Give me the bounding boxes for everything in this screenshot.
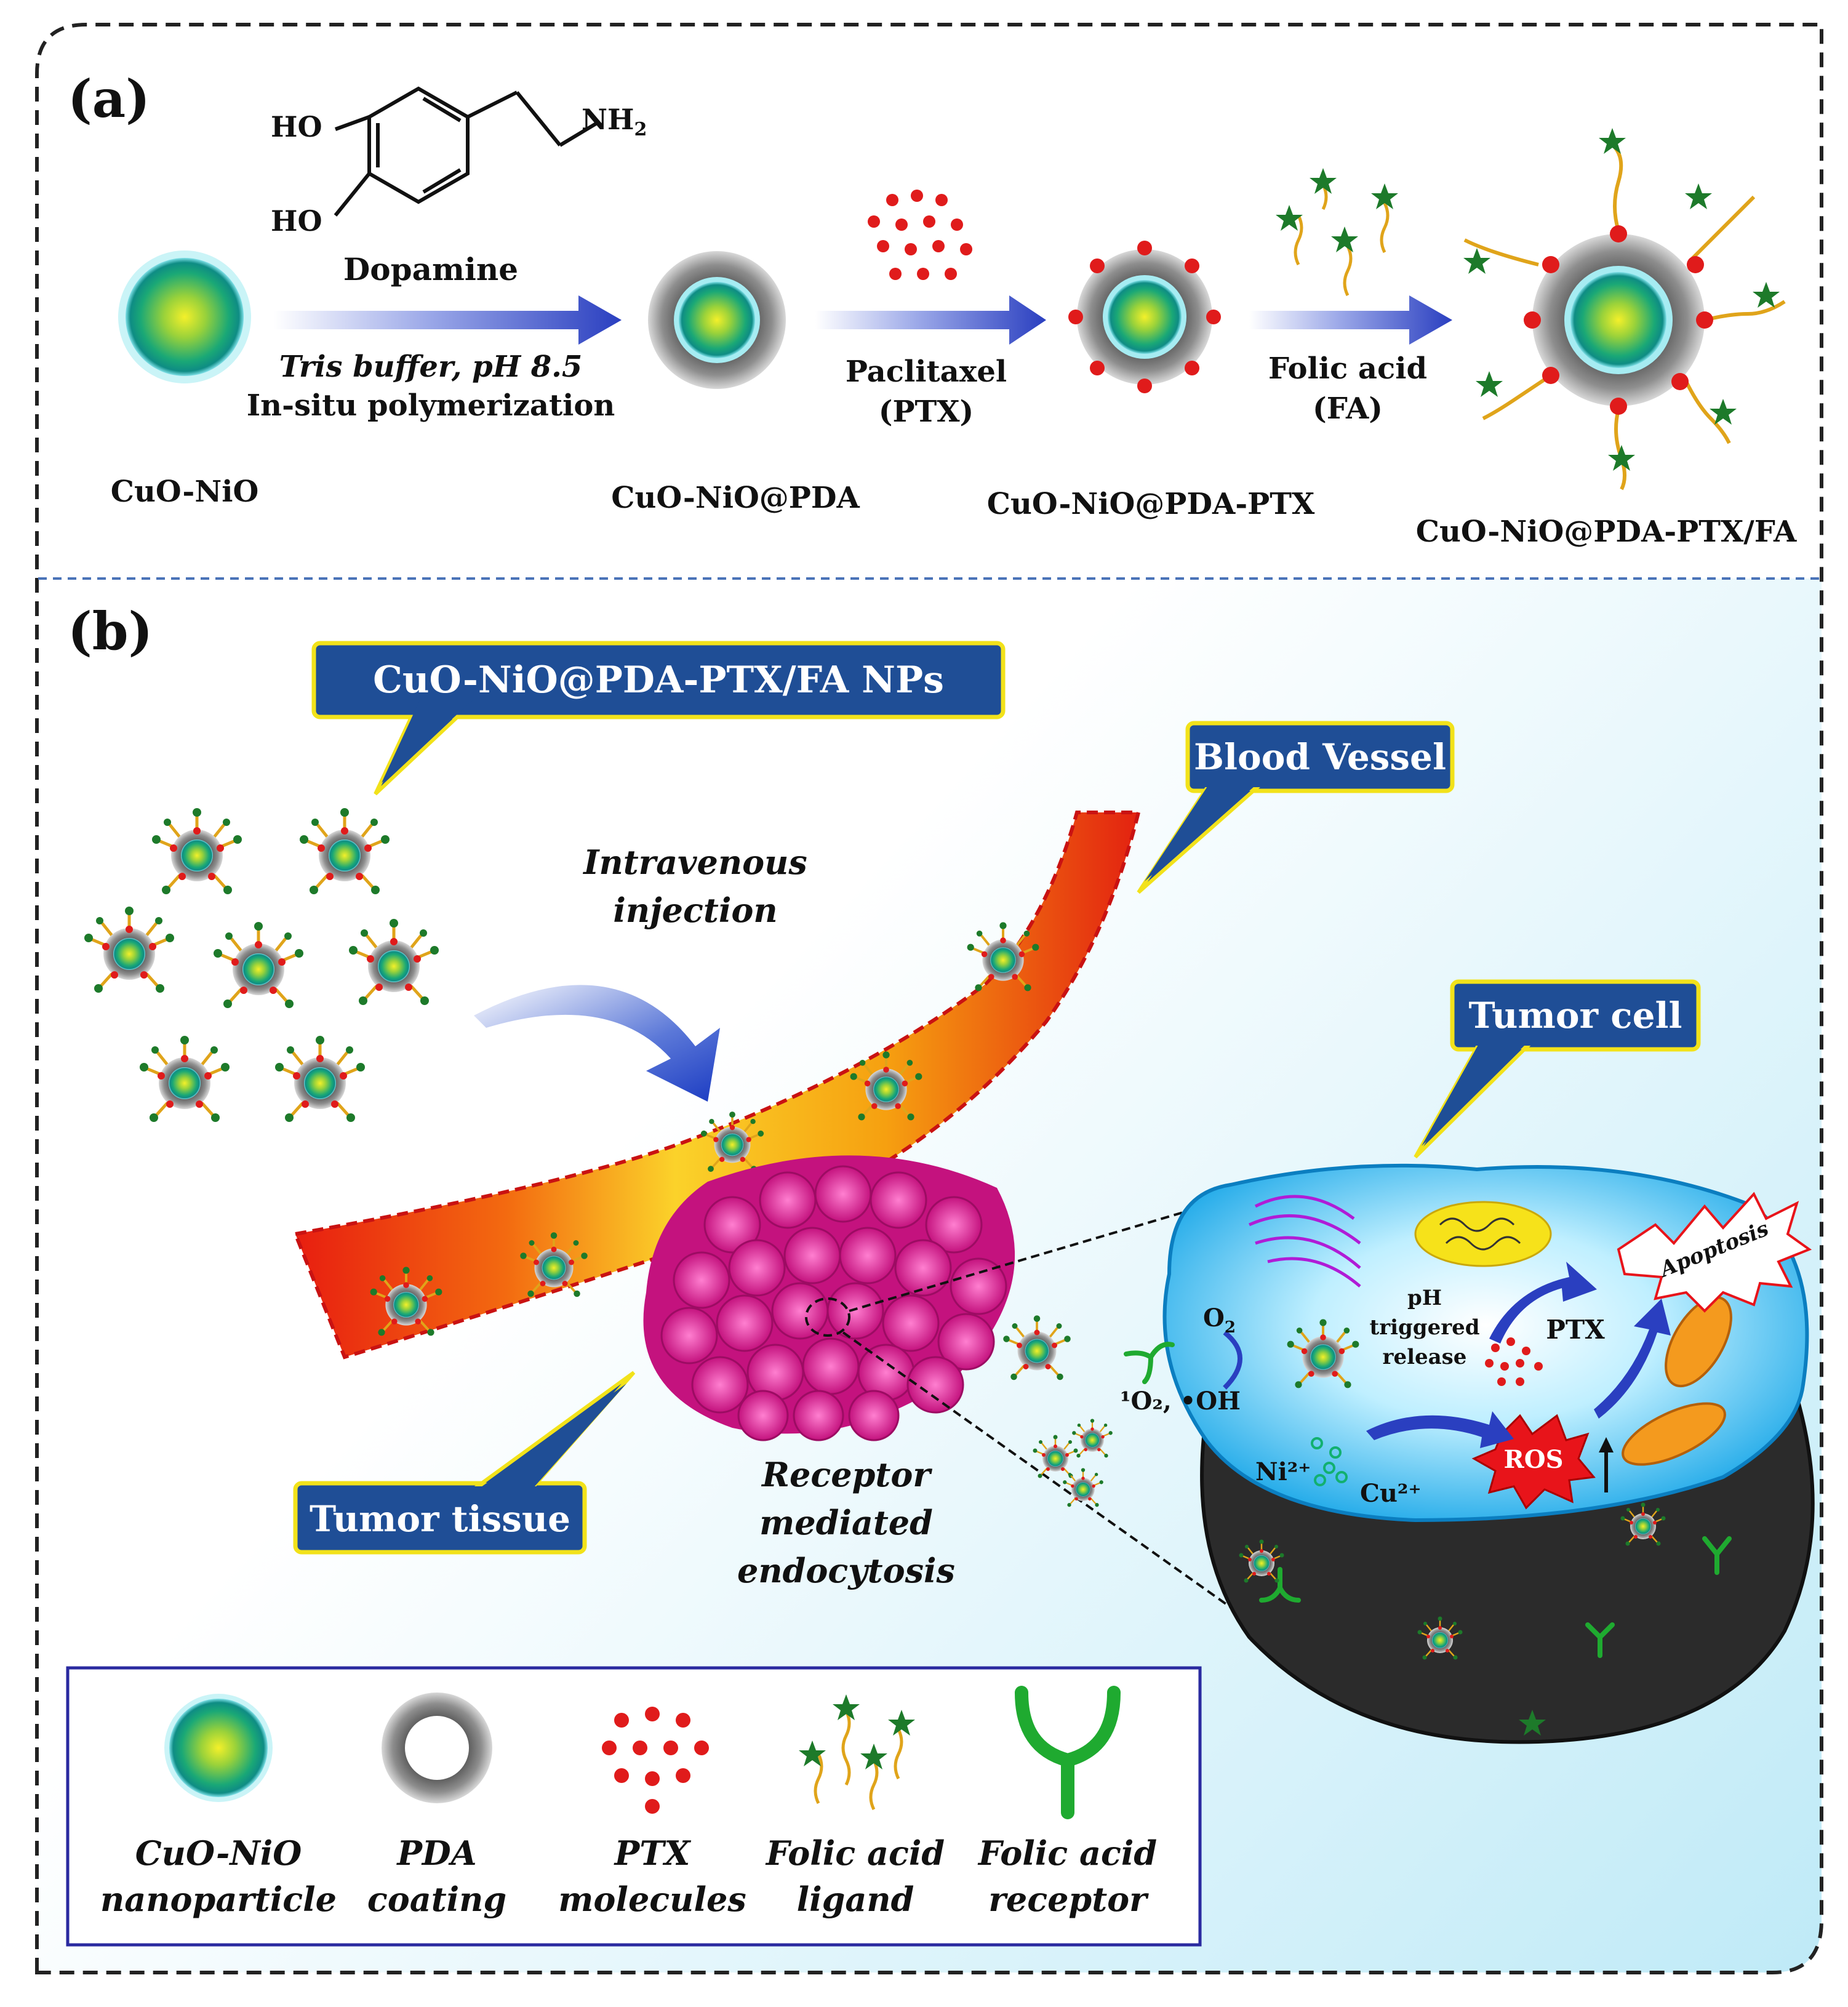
callout-tumor-tissue: Tumor tissue [293,1371,636,1555]
ho-top-label: HO [271,110,322,143]
ptx-cell-label: PTX [1546,1315,1605,1345]
legend-label-ligand-line2: ligand [797,1880,914,1919]
panel-b-letter: (b) [68,601,153,662]
legend-label-nanoparticle-line2: nanoparticle [100,1880,337,1919]
step2-label-ptx: (PTX) [879,395,974,429]
legend-label-ptx-line1: PTX [614,1833,692,1873]
legend-label-pda-line1: PDA [396,1833,476,1873]
legend-symbol-pda-coating [382,1693,492,1803]
legend-label-ptx-line2: molecules [558,1880,746,1919]
callout-blood-vessel: Blood Vessel [1137,721,1455,894]
dopamine-structure [334,86,598,217]
endocytosis-label-line2: mediated [759,1503,933,1542]
callout-tumor-tissue-text: Tumor tissue [310,1498,570,1540]
legend-label-receptor-line1: Folic acid [977,1833,1157,1873]
callout-tumor-cell-text: Tumor cell [1468,995,1682,1036]
dopamine-label: Dopamine [343,251,518,287]
cu-ion-label: Cu²⁺ [1360,1479,1422,1508]
cuo-nio-pda-ptx-label: CuO-NiO@PDA-PTX [987,487,1315,521]
o2-label: O2 [1203,1304,1236,1337]
legend-label-pda-line2: coating [367,1880,506,1919]
ros-label: ROS [1504,1445,1564,1474]
cuo-nio-core-particle [118,250,251,383]
folic-acid-ligand-cluster [1276,168,1398,297]
tumor-cell [1002,1163,1815,1744]
step2-label-paclitaxel: Paclitaxel [846,355,1007,389]
ph-release-line3: release [1383,1345,1467,1369]
step1-condition-label: Tris buffer, pH 8.5 [279,350,583,384]
endocytosis-label-line3: endocytosis [737,1551,955,1590]
step2-arrow [815,295,1046,345]
callout-blood-vessel-text: Blood Vessel [1194,736,1446,778]
legend-symbol-receptor [1015,1686,1121,1819]
cuo-nio-pda-label: CuO-NiO@PDA [611,481,860,515]
cuo-nio-pda-ptx-fa-particle [1463,128,1786,491]
legend-label-ligand-line1: Folic acid [765,1833,945,1873]
cuo-nio-pda-ptx-particle [1068,241,1221,393]
cuo-nio-label: CuO-NiO [111,475,259,509]
cuo-nio-pda-ptx-fa-label: CuO-NiO@PDA-PTX/FA [1416,515,1797,549]
legend-symbol-ligand [799,1694,915,1811]
panel-a-letter: (a) [68,68,150,129]
ni-ion-label: Ni²⁺ [1255,1457,1311,1486]
injection-label-line2: injection [613,891,777,930]
step3-label-fa: (FA) [1313,391,1383,426]
step3-arrow [1249,295,1452,345]
legend-symbol-ptx [602,1707,709,1814]
callout-tumor-cell: Tumor cell [1414,979,1701,1159]
callout-nps-text: CuO-NiO@PDA-PTX/FA NPs [373,659,944,702]
zoom-lines [805,1199,1257,1626]
endocytosis-label-line1: Receptor [761,1455,932,1494]
nh2-label: NH2 [582,103,647,140]
cuo-nio-pda-particle [648,251,786,389]
ph-release-line2: triggered [1369,1315,1479,1340]
injection-label-line1: Intravenous [582,843,807,882]
outer-dashed-frame [35,23,1823,1974]
ho-bottom-label: HO [271,204,322,238]
callout-nps: CuO-NiO@PDA-PTX/FA NPs [311,641,1006,796]
ros-species-label: ¹O₂, •OH [1120,1387,1241,1416]
step1-arrow [274,295,622,345]
ph-release-line1: pH [1407,1286,1442,1310]
legend-symbol-nanoparticle [164,1694,273,1802]
ptx-molecules-cluster [868,190,972,280]
tumor-tissue [643,1155,1015,1441]
legend-label-receptor-line2: receptor [988,1880,1149,1919]
legend-label-nanoparticle-line1: CuO-NiO [135,1833,302,1873]
injection-arrow [474,985,720,1102]
step3-label-folic-acid: Folic acid [1268,351,1427,386]
step1-process-label: In-situ polymerization [247,388,615,423]
